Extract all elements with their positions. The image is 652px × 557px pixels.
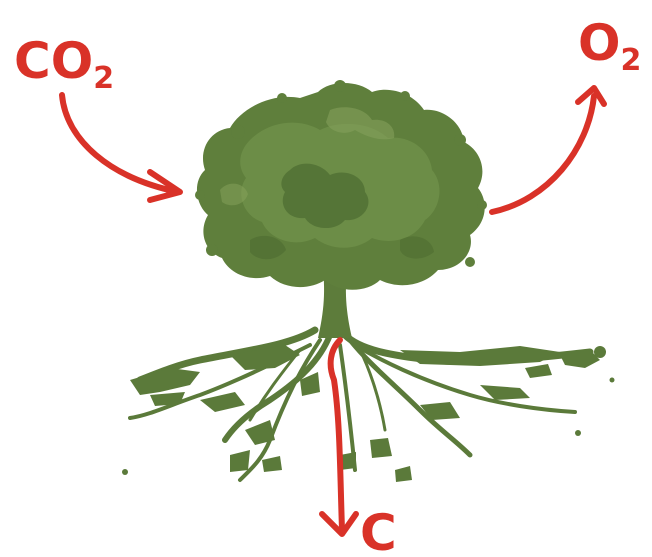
co2-label: CO2 bbox=[14, 32, 114, 96]
tree-roots bbox=[122, 330, 615, 482]
arrow-in-icon bbox=[62, 95, 180, 200]
arrow-out-icon bbox=[492, 88, 604, 212]
o2-label: O2 bbox=[578, 14, 641, 78]
carbon-label: C bbox=[360, 504, 397, 557]
tree-icon bbox=[122, 80, 615, 482]
tree-canopy bbox=[195, 80, 487, 290]
